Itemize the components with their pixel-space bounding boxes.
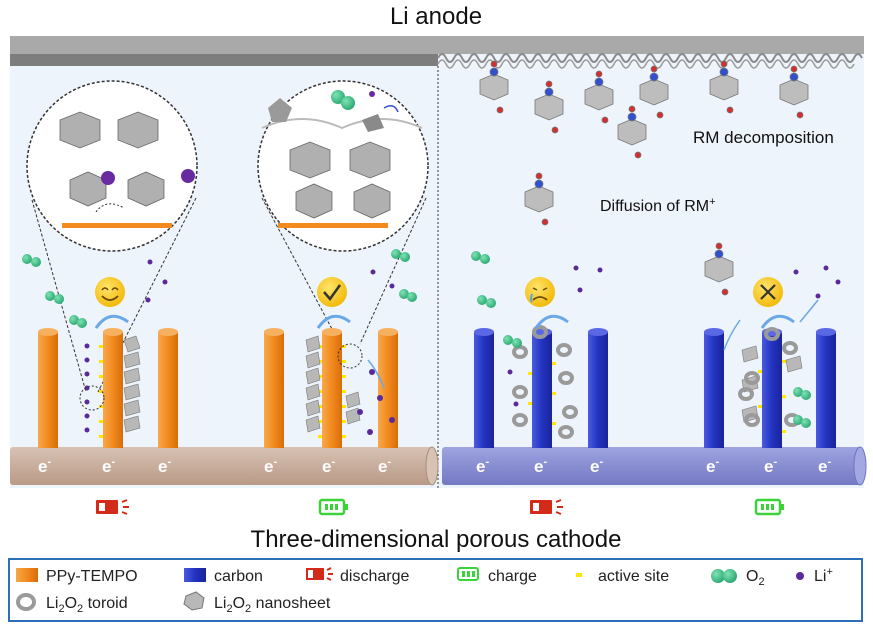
- sad-emoji: [525, 277, 555, 307]
- legend-toroid-icon: [16, 593, 36, 611]
- legend-carbon: carbon: [214, 568, 263, 585]
- electron-labels: e-e-e-e-e-e-e-e-e-e-e-e-: [38, 456, 831, 476]
- electron-label: e-: [534, 456, 547, 476]
- electron-label: e-: [818, 456, 831, 476]
- zoom-circle-charge: [257, 80, 429, 252]
- smile-emoji: [95, 277, 125, 307]
- substrate-right: [442, 447, 862, 485]
- electron-label: e-: [158, 456, 171, 476]
- sei-layer-2: [437, 59, 855, 69]
- legend: PPy-TEMPO carbon discharge charge active…: [16, 566, 833, 615]
- legend-ppy-swatch: [16, 568, 38, 582]
- legend-li2o2-toroid: Li2O2 toroid: [46, 595, 128, 615]
- electron-label: e-: [378, 456, 391, 476]
- ppy-pillars: [38, 328, 398, 448]
- legend-li: Li+: [814, 566, 833, 585]
- legend-li2o2-nanosheet: Li2O2 nanosheet: [214, 595, 331, 615]
- electron-label: e-: [38, 456, 51, 476]
- li-anode-bar: [10, 36, 864, 54]
- discharge-battery-right: [530, 499, 563, 515]
- zoom-marker-right: [337, 343, 363, 369]
- check-emoji: [317, 277, 347, 307]
- legend-active-swatch: [576, 573, 582, 577]
- carbon-pillars: [474, 328, 836, 448]
- legend-active-site: active site: [598, 568, 669, 585]
- rm-decomposition-label: RM decomposition: [693, 128, 834, 147]
- charge-battery-right: [754, 498, 784, 516]
- electron-label: e-: [706, 456, 719, 476]
- substrate-left: [10, 447, 434, 485]
- legend-nanosheet-icon: [183, 591, 205, 611]
- electron-label: e-: [476, 456, 489, 476]
- cross-emoji: [753, 277, 783, 307]
- li-anode-edge: [10, 54, 438, 66]
- charge-battery-left: [318, 498, 348, 516]
- rm-molecules-decomposed: [479, 60, 809, 296]
- legend-o2: O2: [746, 568, 765, 588]
- legend-discharge-icon: [306, 567, 333, 581]
- legend-li-swatch: [796, 572, 804, 580]
- diffusion-rm-label: Diffusion of RM+: [600, 196, 716, 215]
- zoom-circle-discharge: [26, 80, 198, 252]
- flow-arrows: [94, 299, 819, 389]
- legend-charge: charge: [488, 568, 537, 585]
- electron-label: e-: [590, 456, 603, 476]
- title-cathode: Three-dimensional porous cathode: [251, 526, 622, 553]
- legend-o2-icon: [711, 569, 737, 583]
- legend-charge-icon: [457, 567, 479, 581]
- li-ions: [84, 259, 841, 435]
- legend-carbon-swatch: [184, 568, 206, 582]
- electron-label: e-: [764, 456, 777, 476]
- sei-layer: [437, 53, 863, 63]
- electron-label: e-: [264, 456, 277, 476]
- legend-ppy-tempo: PPy-TEMPO: [46, 568, 138, 585]
- electron-label: e-: [102, 456, 115, 476]
- electron-label: e-: [322, 456, 335, 476]
- zoom-marker-left: [79, 385, 105, 411]
- legend-discharge: discharge: [340, 568, 409, 585]
- discharge-battery-left: [96, 499, 129, 515]
- title-li-anode: Li anode: [390, 3, 482, 30]
- o2-molecules: [22, 249, 811, 428]
